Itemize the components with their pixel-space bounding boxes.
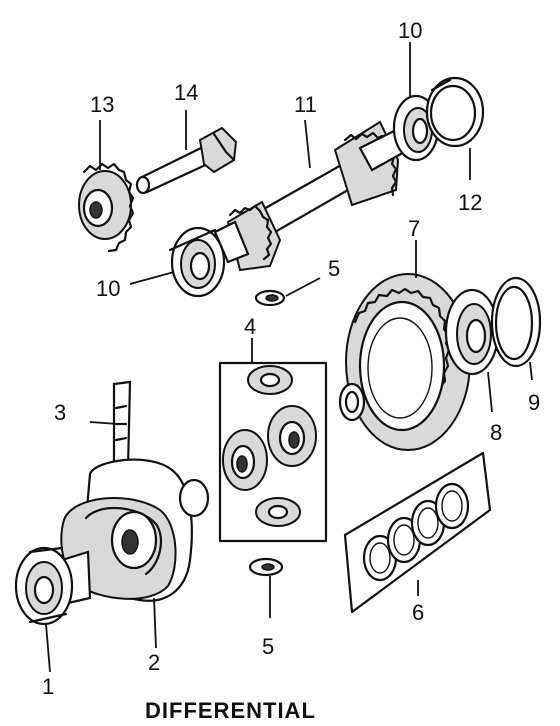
callout-13: 13 [90,92,114,117]
callout-5-lower: 5 [262,634,274,659]
callout-7: 7 [408,216,420,241]
leader-lines [45,42,533,673]
part-5-washer-lower [248,557,284,577]
part-5-washer-upper [254,289,286,307]
part-11-pinion-shaft [213,120,410,272]
callout-6: 6 [412,600,424,625]
callout-11: 11 [294,92,317,117]
part-6-shim-set [343,451,492,614]
part-12-seal [425,76,485,148]
callout-1: 1 [42,674,54,699]
callout-5-upper: 5 [328,256,340,281]
part-1-side-bearing [14,546,74,626]
callout-9: 9 [528,390,540,415]
callout-2: 2 [148,650,160,675]
part-14-pin [135,126,238,195]
callout-10-upper: 10 [398,18,422,43]
callout-4: 4 [244,314,256,339]
callout-10-lower: 10 [96,276,120,301]
part-8-bearing [444,288,500,376]
part-7-ring-gear [338,273,471,451]
callout-12: 12 [458,190,482,215]
callout-14: 14 [174,80,198,105]
part-2-differential-case [60,458,210,606]
callout-3: 3 [54,400,66,425]
part-13-drive-gear [78,162,135,253]
part-9-seal [490,276,542,368]
diagram-title: DIFFERENTIAL [145,698,316,723]
part-3-pin [112,380,132,472]
part-4-gear-set [218,361,328,543]
part-10-bearing-lower [168,226,226,298]
callout-8: 8 [490,420,502,445]
